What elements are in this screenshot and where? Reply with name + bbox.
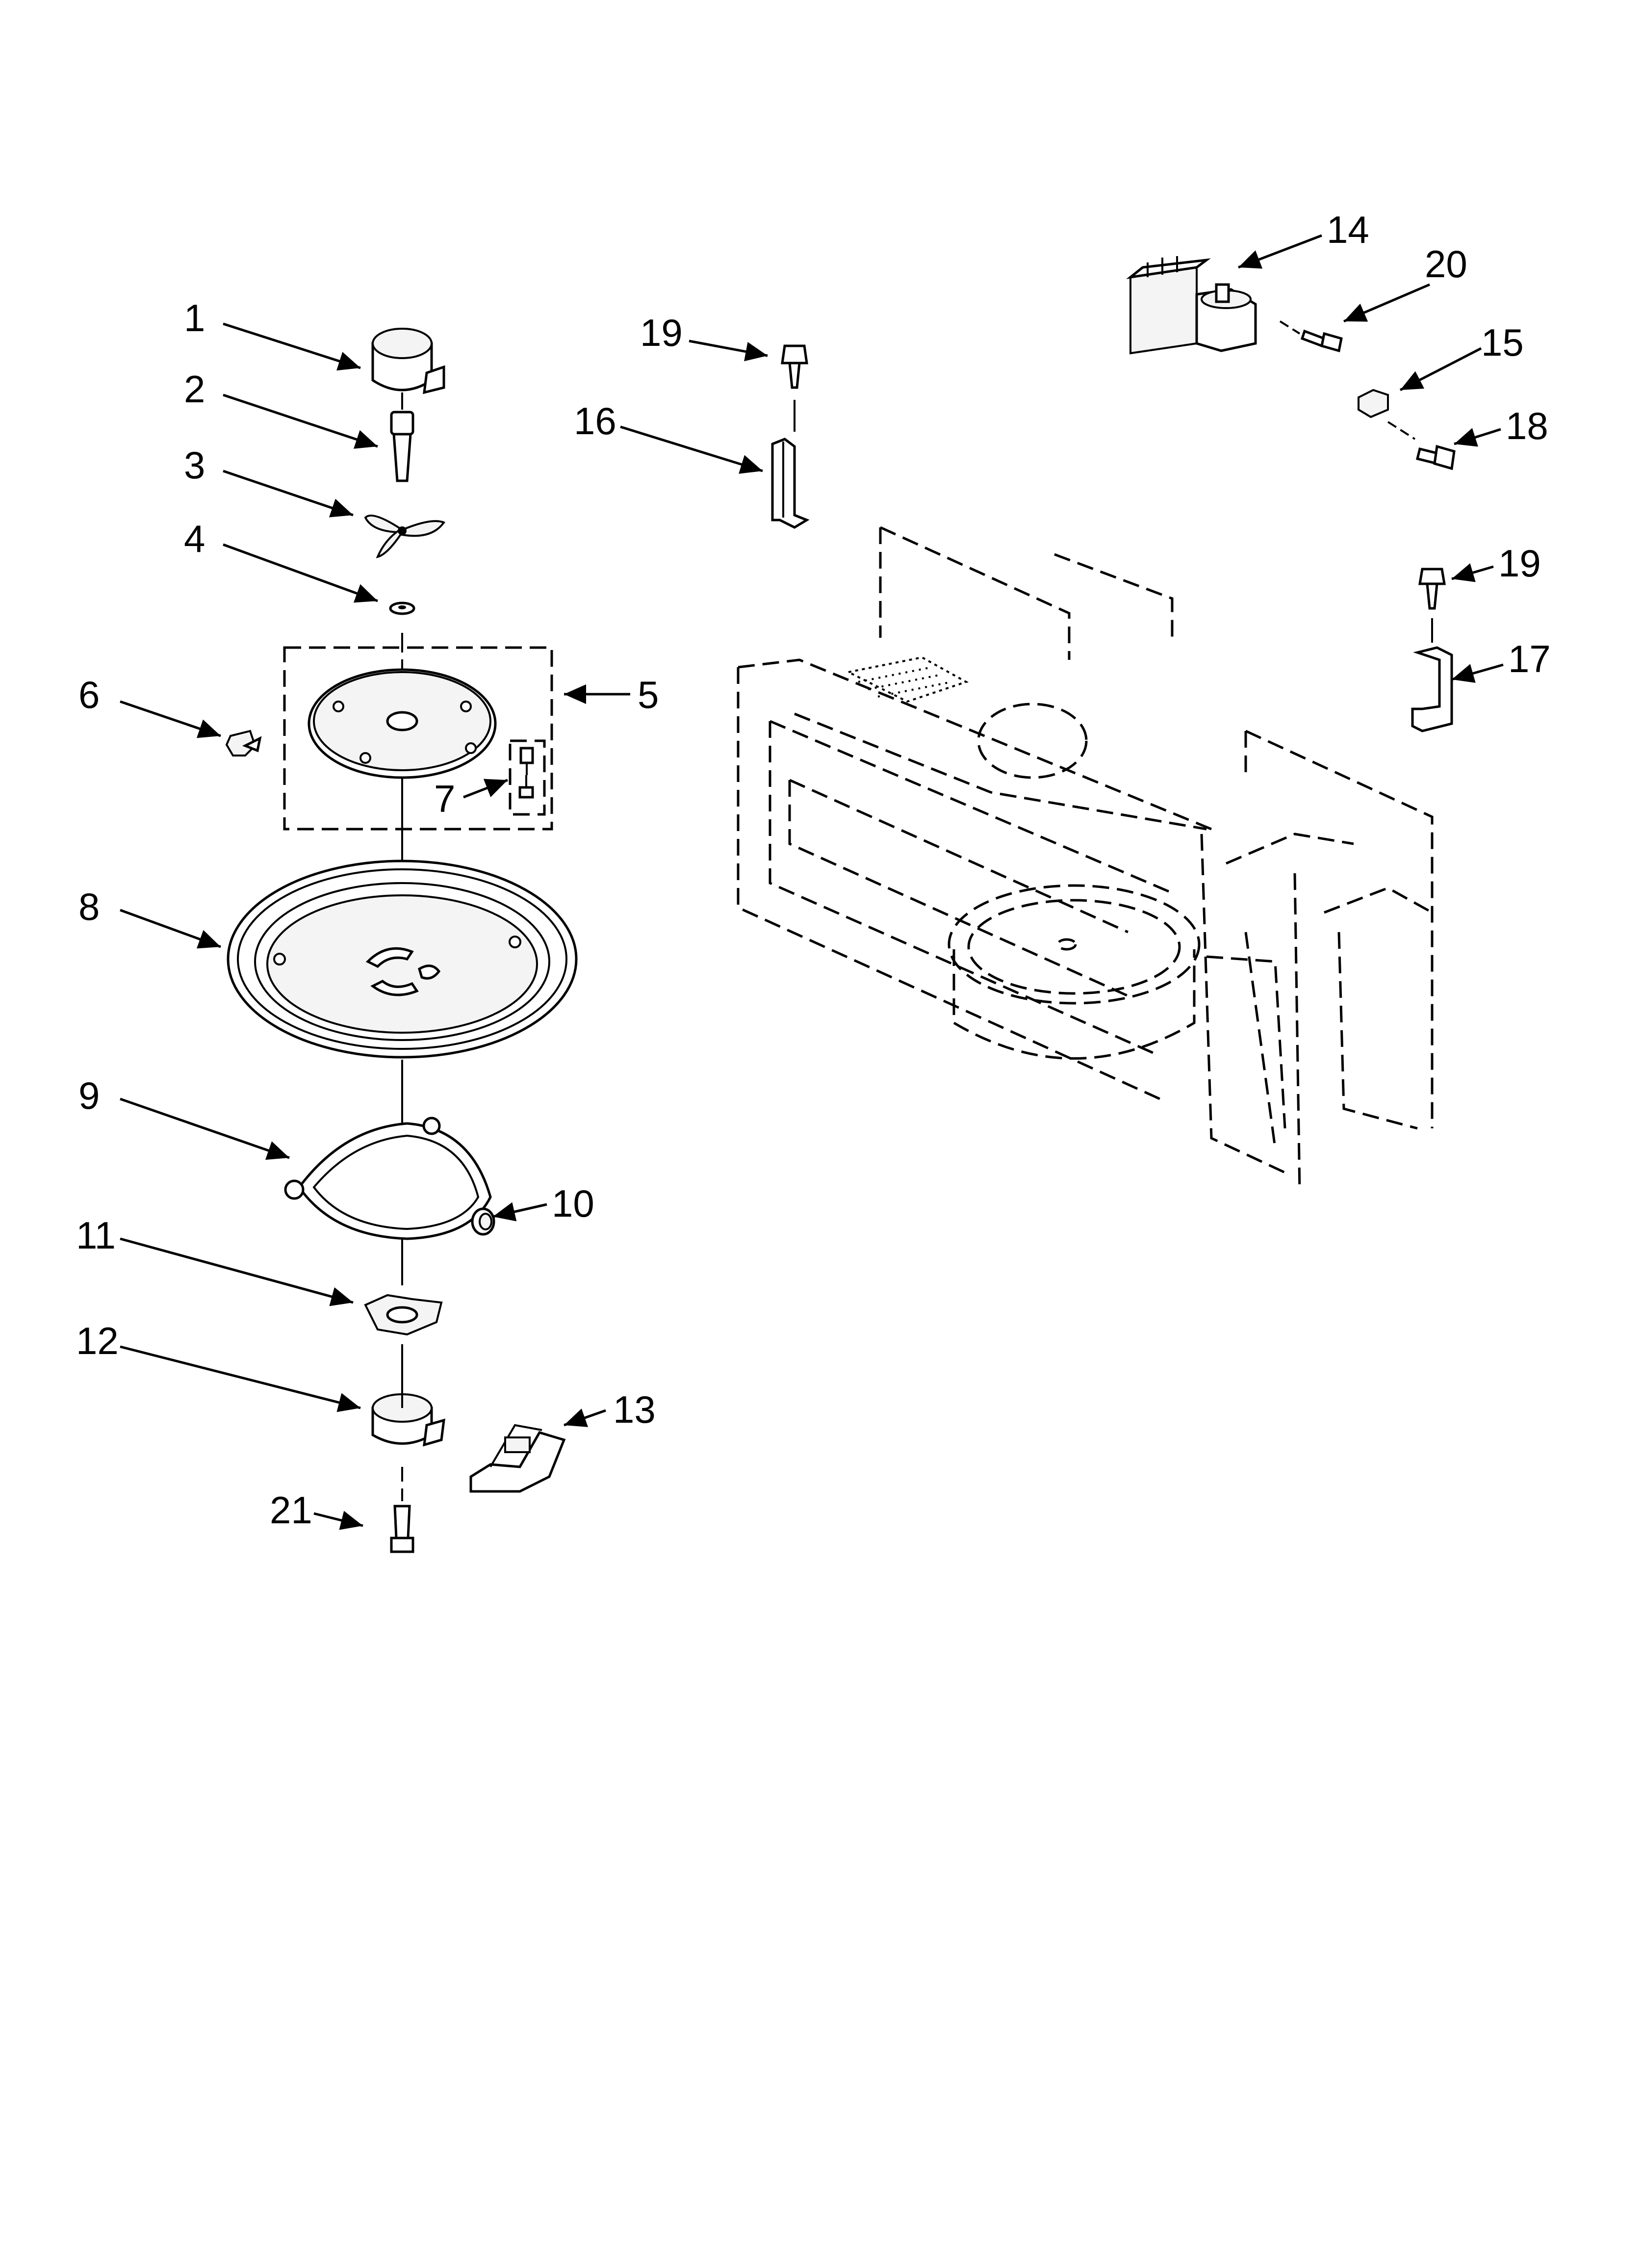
microwave-cavity-outline — [737, 526, 1434, 1193]
part-5-stirrer-cover-kit — [283, 646, 553, 831]
part-3-stirrer-fan — [364, 514, 446, 558]
callout-19-right: 19 — [1498, 542, 1541, 585]
callout-11: 11 — [76, 1214, 116, 1257]
callout-2: 2 — [184, 367, 205, 411]
part-2-coupler — [390, 411, 414, 482]
callout-13: 13 — [613, 1388, 656, 1431]
callout-12: 12 — [76, 1319, 119, 1362]
callout-10: 10 — [552, 1182, 594, 1225]
part-11-coupling — [364, 1294, 443, 1336]
part-17-bracket — [1411, 646, 1453, 732]
part-19-screw-right — [1418, 568, 1446, 643]
part-19-screw-top — [781, 344, 808, 432]
callout-5: 5 — [638, 673, 659, 716]
part-7-screws — [518, 747, 534, 799]
callout-14: 14 — [1327, 208, 1369, 251]
callout-7: 7 — [434, 777, 455, 820]
callout-15: 15 — [1481, 321, 1524, 364]
callout-9: 9 — [78, 1074, 100, 1117]
part-8-turntable — [227, 860, 578, 1059]
callout-4: 4 — [184, 517, 205, 560]
part-10-roller — [471, 1207, 495, 1236]
leader-arrows — [120, 234, 1504, 1530]
part-6-clip — [225, 730, 262, 756]
callout-8: 8 — [78, 885, 100, 928]
callout-3: 3 — [184, 443, 205, 487]
part-14-capacitor — [1126, 256, 1257, 355]
part-18-screw — [1415, 444, 1456, 470]
callout-21: 21 — [270, 1488, 312, 1532]
part-21-screw — [390, 1505, 414, 1553]
vent-grille — [845, 656, 969, 703]
part-15-clip — [1358, 389, 1416, 440]
callout-6: 6 — [78, 673, 100, 716]
part-13-bracket — [469, 1424, 566, 1493]
part-9-roller-ring — [284, 1117, 492, 1240]
part-1-motor — [371, 328, 445, 410]
callout-1: 1 — [184, 296, 205, 339]
part-16-bracket — [771, 438, 810, 529]
callout-18: 18 — [1506, 404, 1548, 447]
callout-19-top: 19 — [640, 311, 683, 354]
callout-17: 17 — [1508, 637, 1551, 680]
callout-16: 16 — [574, 399, 616, 443]
callout-20: 20 — [1425, 242, 1467, 286]
part-12-turntable-motor — [371, 1393, 445, 1447]
part-20-screw — [1279, 320, 1343, 353]
part-4-washer — [389, 601, 415, 615]
